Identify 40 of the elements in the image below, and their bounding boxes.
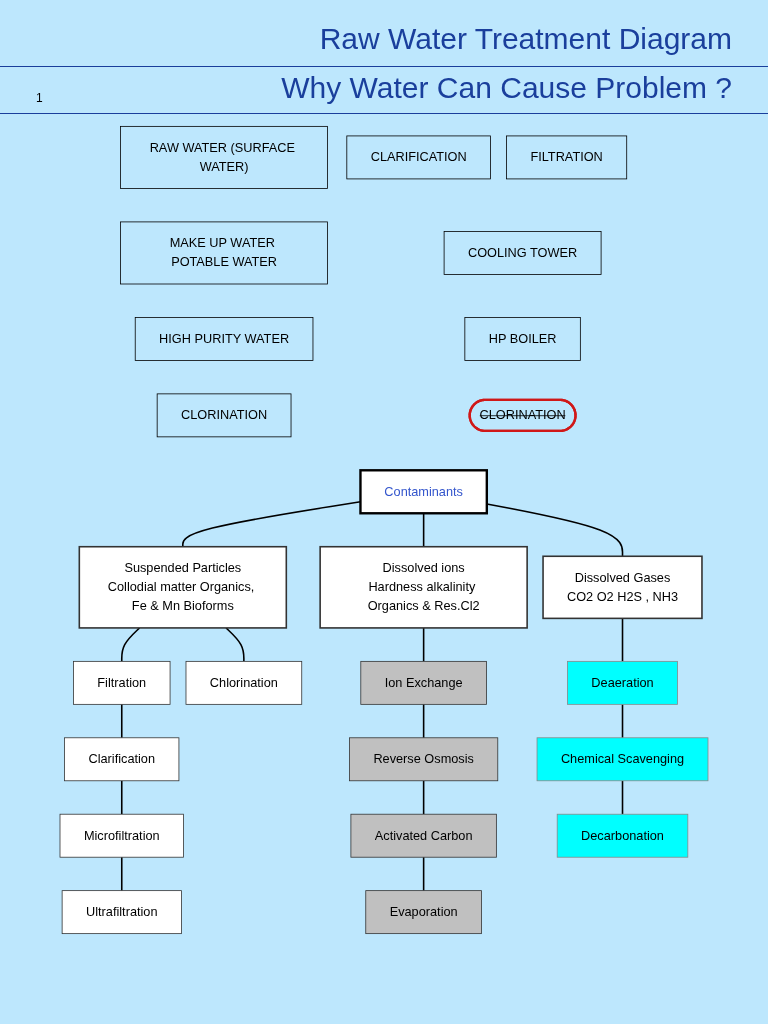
- node-box: MAKE UP WATER POTABLE WATER: [120, 221, 328, 285]
- connector: [120, 780, 123, 815]
- node-box: HP BOILER: [464, 317, 581, 361]
- connector: [621, 780, 624, 815]
- node-box: Microfiltration: [59, 813, 184, 858]
- node-box: Filtration: [73, 660, 171, 705]
- connector: [621, 703, 624, 739]
- connector: [422, 627, 425, 663]
- node-box: Contaminants: [359, 469, 488, 515]
- node-box: Clarification: [64, 737, 180, 782]
- node-box: Dissolved Gases CO2 O2 H2S , NH3: [542, 555, 703, 620]
- node-box: CLARIFICATION: [346, 135, 491, 180]
- slide-title: Raw Water Treatment Diagram: [0, 0, 768, 67]
- connector: [120, 856, 123, 892]
- connector: [225, 627, 245, 663]
- node-box: HIGH PURITY WATER: [134, 317, 314, 361]
- node-box: Chlorination: [185, 660, 303, 705]
- slide-title: Why Water Can Cause Problem ?: [281, 71, 732, 105]
- node-box: Ultrafiltration: [61, 890, 182, 935]
- node-box: Chemical Scavenging: [536, 737, 709, 782]
- node-box: Activated Carbon: [350, 813, 497, 858]
- node-box: RAW WATER (SURFACE WATER): [120, 125, 328, 189]
- node-box: Suspended Particles Collodial matter Organics, Fe & Mn Bioforms: [78, 545, 288, 629]
- node-box: Evaporation: [365, 890, 482, 935]
- connector: [422, 703, 425, 739]
- node-box: Dissolved ions Hardness alkalinity Organics & Res.Cl2: [319, 545, 528, 629]
- node-box: FILTRATION: [506, 135, 628, 180]
- node-box: COOLING TOWER: [443, 231, 602, 275]
- node-box: Ion Exchange: [360, 660, 487, 705]
- connector: [422, 856, 425, 892]
- connector: [120, 703, 123, 739]
- node-box: Reverse Osmosis: [349, 737, 499, 782]
- node-box: Decarbonation: [556, 813, 689, 858]
- page-number: 1: [36, 91, 43, 105]
- node-box: CLORINATION: [156, 393, 292, 438]
- connector: [422, 780, 425, 815]
- node-box: Deaeration: [567, 660, 678, 705]
- connector: [486, 503, 624, 558]
- connector: [621, 617, 624, 663]
- connector: [120, 627, 141, 663]
